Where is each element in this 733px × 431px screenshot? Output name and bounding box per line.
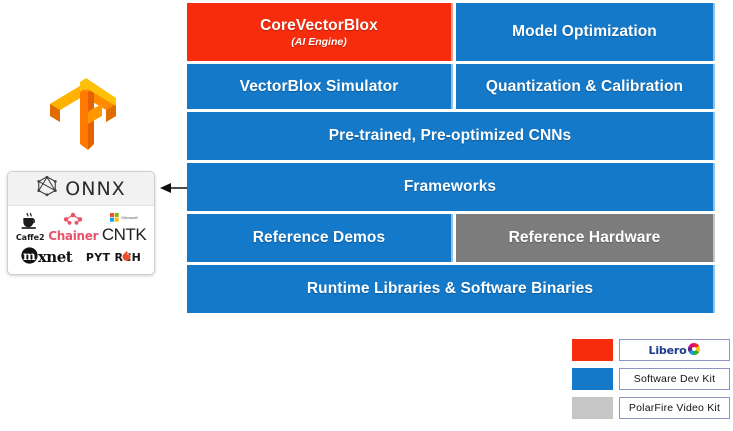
stack-cell-title: Reference Hardware — [508, 229, 661, 246]
software-stack-diagram: CoreVectorBlox (AI Engine) Model Optimiz… — [187, 3, 715, 316]
stack-cell-title: Frameworks — [403, 178, 497, 195]
legend: Libero Software Dev Kit P — [572, 339, 730, 426]
stack-cell-pretrained-cnns[interactable]: Pre-trained, Pre-optimized CNNs — [187, 112, 715, 160]
stack-cell-vectorblox-simulator[interactable]: VectorBlox Simulator — [187, 64, 453, 109]
pytorch-label: PYT RCH — [85, 251, 142, 264]
onnx-header: ONNX — [8, 172, 154, 206]
stack-cell-title: CoreVectorBlox — [260, 16, 378, 34]
framework-logo-grid: Caffe2 Chainer — [8, 206, 154, 274]
onnx-title: ONNX — [65, 177, 126, 200]
stack-cell-model-optimization[interactable]: Model Optimization — [456, 3, 715, 61]
onnx-panel: ONNX Caffe2 — [7, 171, 155, 275]
libero-logo: Libero — [648, 342, 701, 358]
mxnet-circle-icon: m — [21, 247, 38, 268]
stack-row: VectorBlox Simulator Quantization & Cali… — [187, 64, 715, 109]
stack-row: Runtime Libraries & Software Binaries — [187, 265, 715, 313]
pytorch-flame-icon — [122, 250, 131, 266]
chainer-molecule-icon — [60, 211, 86, 230]
framework-row-2: m xnet PYT RCH — [14, 242, 148, 273]
stack-cell-title: Model Optimization — [512, 23, 657, 40]
mxnet-prefix: m — [23, 248, 36, 263]
stack-cell-title: Quantization & Calibration — [485, 77, 684, 95]
stack-cell-frameworks[interactable]: Frameworks — [187, 163, 715, 211]
cntk-label: CNTK — [101, 225, 147, 244]
stack-row: CoreVectorBlox (AI Engine) Model Optimiz… — [187, 3, 715, 61]
legend-label-video-kit: PolarFire Video Kit — [619, 397, 730, 419]
mxnet-label: xnet — [37, 248, 73, 266]
legend-row-sdk: Software Dev Kit — [572, 368, 730, 390]
stack-cell-corevectorblox[interactable]: CoreVectorBlox (AI Engine) — [187, 3, 453, 61]
mxnet-logo: m xnet — [21, 247, 73, 268]
legend-swatch-red — [572, 339, 613, 361]
stack-cell-title: Runtime Libraries & Software Binaries — [306, 280, 594, 297]
stack-cell-subtitle: (AI Engine) — [291, 35, 347, 48]
legend-label-libero: Libero — [619, 339, 730, 361]
cntk-logo: Microsoft CNTK — [101, 210, 147, 244]
stack-row: Reference Demos Reference Hardware — [187, 214, 715, 262]
microsoft-squares-icon — [110, 210, 120, 226]
chainer-logo: Chainer — [48, 211, 99, 243]
stack-cell-title: Reference Demos — [252, 229, 386, 246]
stack-cell-title: Pre-trained, Pre-optimized CNNs — [328, 127, 572, 144]
microsoft-label: Microsoft — [121, 215, 138, 220]
caffe2-label: Caffe2 — [15, 232, 45, 242]
libero-label: Libero — [648, 343, 687, 357]
stack-row: Frameworks — [187, 163, 715, 211]
chainer-label: Chainer — [48, 229, 99, 243]
stack-cell-runtime-libraries[interactable]: Runtime Libraries & Software Binaries — [187, 265, 715, 313]
caffe2-cup-icon — [20, 212, 40, 233]
legend-swatch-blue — [572, 368, 613, 390]
legend-swatch-gray — [572, 397, 613, 419]
libero-circle-icon — [688, 342, 701, 358]
legend-label-sdk: Software Dev Kit — [619, 368, 730, 390]
caffe2-logo: Caffe2 — [16, 212, 45, 242]
pytorch-logo: PYT RCH — [85, 250, 142, 266]
stack-cell-reference-demos[interactable]: Reference Demos — [187, 214, 453, 262]
framework-row-1: Caffe2 Chainer — [14, 210, 148, 244]
onnx-hexagon-icon — [36, 175, 58, 202]
legend-row-video-kit: PolarFire Video Kit — [572, 397, 730, 419]
stack-row: Pre-trained, Pre-optimized CNNs — [187, 112, 715, 160]
tensorflow-logo — [44, 68, 122, 150]
stack-cell-reference-hardware[interactable]: Reference Hardware — [456, 214, 715, 262]
legend-row-libero: Libero — [572, 339, 730, 361]
stack-cell-quantization-calibration[interactable]: Quantization & Calibration — [456, 64, 715, 109]
stack-cell-title: VectorBlox Simulator — [239, 77, 399, 95]
